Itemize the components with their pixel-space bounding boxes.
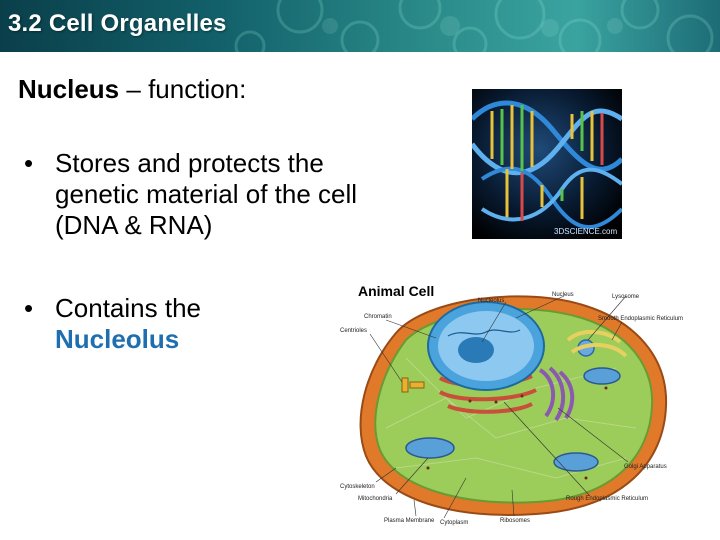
bullet-item: • Stores and protects the genetic materi… (18, 148, 398, 241)
heading-term: Nucleus (18, 74, 120, 104)
mitochondria (405, 367, 621, 472)
dna-helix-image: 3DSCIENCE.com (472, 89, 622, 239)
title-bar: 3.2 Cell Organelles (0, 0, 720, 52)
bullet-text: Stores and protects the genetic material… (55, 148, 358, 240)
label-chromatin: Chromatin (364, 314, 392, 320)
slide-section-title: 3.2 Cell Organelles (8, 10, 227, 37)
nucleolus (458, 337, 494, 363)
cell-texture-background (234, 0, 714, 52)
centrioles (401, 377, 425, 393)
label-lysosome: Lysosome (612, 294, 640, 300)
slide-heading: Nucleus – function: (18, 74, 246, 105)
golgi-apparatus (538, 366, 575, 422)
heading-rest: – function: (119, 74, 247, 104)
label-centrioles: Centrioles (340, 328, 367, 334)
label-rough-er: Rough Endoplasmic Reticulum (566, 496, 648, 502)
chromatin (447, 329, 521, 337)
label-nucleolus: Nucleolus (478, 298, 504, 304)
label-cytoskeleton: Cytoskeleton (340, 484, 375, 490)
label-mitochondria: Mitochondria (358, 496, 393, 502)
nucleus (427, 301, 545, 391)
label-golgi: Golgi Apparatus (624, 464, 667, 470)
label-plasma-membrane: Plasma Membrane (384, 518, 435, 524)
animal-cell-diagram: Animal Cell (340, 283, 683, 526)
bullet-list: • Stores and protects the genetic materi… (18, 148, 398, 355)
diagram-title: Animal Cell (358, 283, 434, 299)
bullet-item: • Contains the Nucleolus (18, 293, 398, 355)
smooth-er (566, 330, 628, 358)
label-ribosomes: Ribosomes (500, 518, 530, 524)
bullet-icon: • (24, 148, 34, 178)
label-leader-lines (369, 295, 629, 519)
dna-watermark: 3DSCIENCE.com (554, 227, 617, 236)
label-cytoplasm: Cytoplasm (440, 520, 468, 526)
nucleolus-highlight: Nucleolus (55, 324, 180, 354)
label-smooth-er: Smooth Endoplasmic Reticulum (598, 316, 683, 322)
label-nucleus: Nucleus (552, 292, 574, 298)
bullet-text: Contains the (55, 293, 201, 323)
bullet-icon: • (24, 293, 34, 323)
